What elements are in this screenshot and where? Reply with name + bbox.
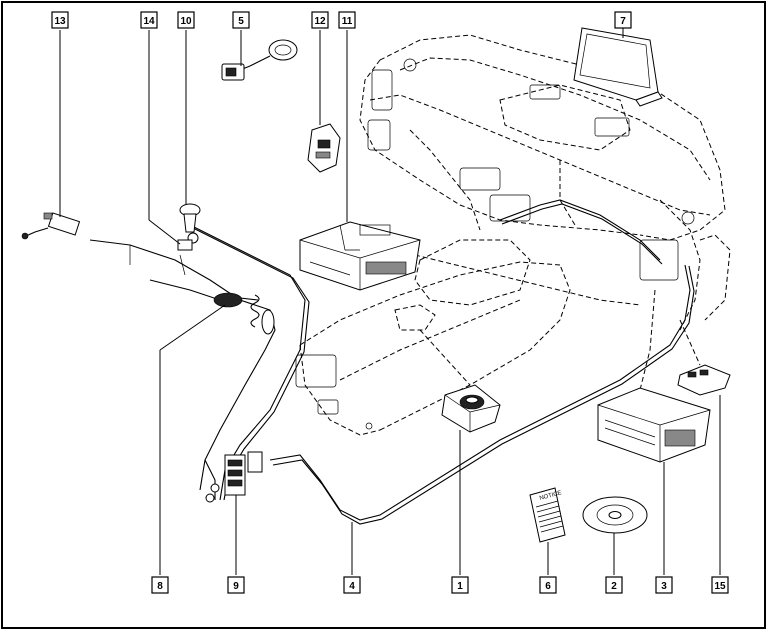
- callout-4-text: 4: [349, 581, 355, 592]
- speaker-with-plug-part: [221, 39, 298, 81]
- user-manual-part: NOTICE: [529, 487, 566, 543]
- callout-10: 10: [177, 11, 195, 29]
- callout-2-text: 2: [611, 581, 617, 592]
- harness-connector-part: [177, 239, 193, 251]
- harness-coil-part: [213, 292, 275, 335]
- dashboard-outline: [359, 34, 731, 331]
- callout-1: 1: [451, 576, 469, 594]
- callout-3: 3: [655, 576, 673, 594]
- callout-9: 9: [227, 576, 245, 594]
- interface-module-part: [677, 364, 731, 396]
- map-disc-part: [582, 496, 648, 534]
- callout-11: 11: [338, 11, 356, 29]
- callout-14-text: 14: [143, 16, 155, 27]
- callout-6: 6: [539, 576, 557, 594]
- installation-guide-lines: [414, 49, 701, 391]
- joystick-controller-part: [441, 384, 501, 433]
- microphone-part: [179, 203, 201, 244]
- callout-1-text: 1: [457, 581, 463, 592]
- callout-15-text: 15: [714, 581, 726, 592]
- callout-9-text: 9: [233, 581, 239, 592]
- callout-leader-lines: [59, 28, 721, 575]
- callout-10-text: 10: [180, 16, 192, 27]
- callout-7: 7: [614, 11, 632, 29]
- callout-5: 5: [232, 11, 250, 29]
- callout-8-text: 8: [157, 581, 163, 592]
- manual-cover-text: NOTICE: [539, 490, 562, 502]
- callout-5-text: 5: [238, 16, 244, 27]
- control-switch-part: [307, 123, 341, 173]
- callout-6-text: 6: [545, 581, 551, 592]
- callout-2: 2: [605, 576, 623, 594]
- callout-8: 8: [151, 576, 169, 594]
- center-console-outline: [295, 239, 571, 436]
- callout-14: 14: [140, 11, 158, 29]
- callout-3-text: 3: [661, 581, 667, 592]
- callout-12: 12: [311, 11, 329, 29]
- navigation-computer-part: [299, 221, 421, 291]
- callout-13: 13: [51, 11, 69, 29]
- callout-4: 4: [343, 576, 361, 594]
- connector-block-part: [205, 451, 263, 503]
- callout-15: 15: [711, 576, 729, 594]
- callout-11-text: 11: [342, 16, 353, 27]
- callout-13-text: 13: [54, 16, 66, 27]
- wiring-runs: [89, 199, 695, 525]
- callout-7-text: 7: [620, 16, 626, 27]
- display-screen-part: [573, 27, 663, 107]
- callout-12-text: 12: [314, 16, 326, 27]
- cd-player-unit-part: [597, 387, 711, 463]
- gps-antenna-module-part: [21, 212, 81, 240]
